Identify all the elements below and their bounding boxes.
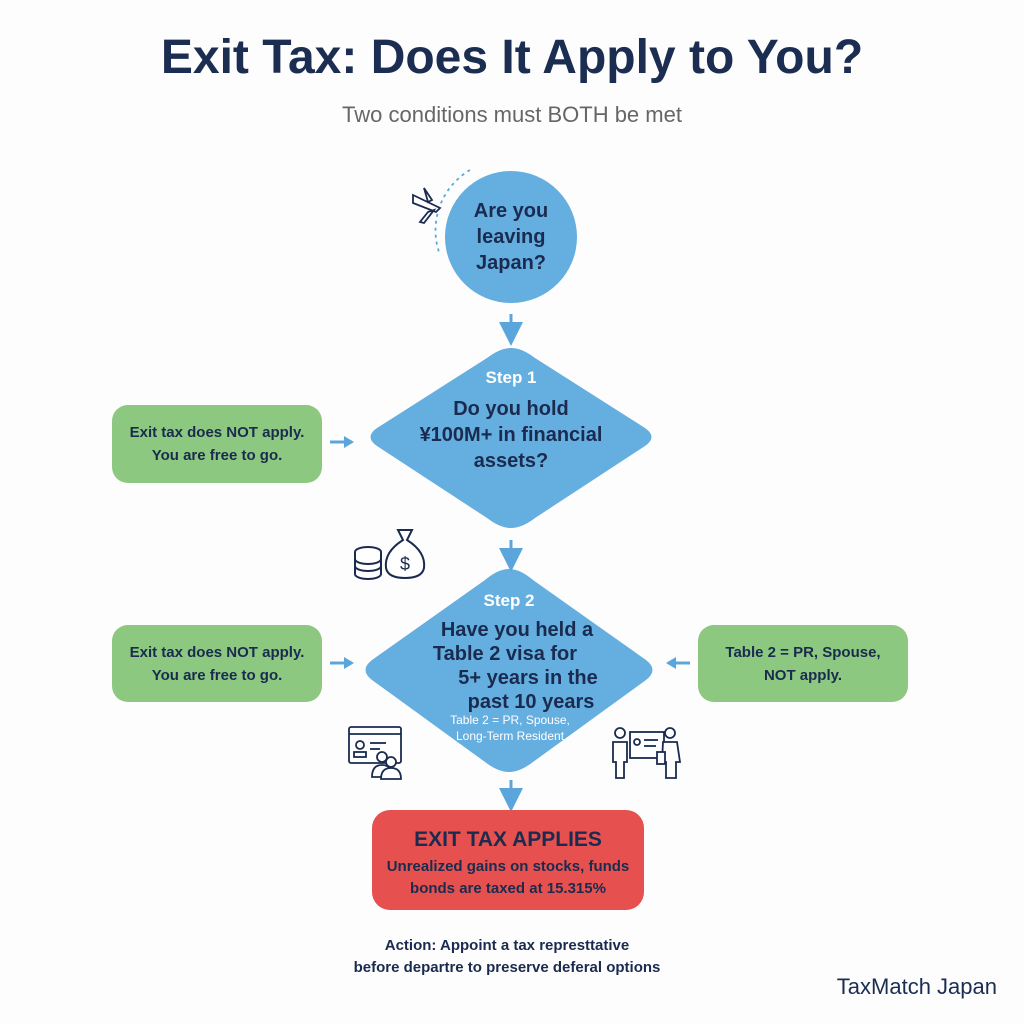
result-line2: bonds are taxed at 15.315% bbox=[410, 880, 606, 897]
step2-q-line: past 10 years bbox=[467, 691, 595, 713]
start-question: Are you leaving Japan? bbox=[473, 200, 549, 274]
step2-label: Step 2 bbox=[483, 591, 535, 610]
step1-no-result: Exit tax does NOT apply. You are free to … bbox=[112, 405, 322, 483]
step1-label: Step 1 bbox=[485, 368, 537, 387]
step2-q-line: 5+ years in the bbox=[458, 667, 598, 689]
step2-side-note: Table 2 = PR, Spouse, NOT apply. bbox=[698, 625, 908, 702]
step2-no-line1: Exit tax does NOT apply. bbox=[129, 643, 305, 661]
action-note: Action: Appoint a tax represttative befo… bbox=[300, 935, 714, 979]
people-document-icon bbox=[612, 727, 682, 779]
step2-no-result: Exit tax does NOT apply. You are free to … bbox=[112, 625, 322, 702]
step2-q-line: Have you held a bbox=[440, 619, 594, 641]
action-line2: before departre to preserve deferal opti… bbox=[353, 959, 661, 976]
action-line1: Action: Appoint a tax represttative bbox=[384, 937, 630, 954]
step1-no-line1: Exit tax does NOT apply. bbox=[129, 424, 305, 441]
id-card-people-icon bbox=[348, 726, 402, 780]
step1-diamond bbox=[370, 348, 652, 528]
step2-no-line2: You are free to go. bbox=[151, 666, 283, 684]
step1-question: Do you hold ¥100M+ in financial assets? bbox=[419, 398, 603, 472]
airplane-icon bbox=[412, 169, 471, 256]
result-heading: EXIT TAX APPLIES bbox=[414, 828, 602, 851]
step1-no-line2: You are free to go. bbox=[151, 447, 283, 464]
step2-note-line1: Table 2 = PR, Spouse, bbox=[450, 713, 570, 727]
coins-money-bag-icon: $ bbox=[354, 529, 426, 580]
step2-q-line: Table 2 visa for bbox=[432, 643, 578, 665]
exit-tax-applies-result: EXIT TAX APPLIES Unrealized gains on sto… bbox=[372, 810, 644, 910]
step2-question: Have you held a Table 2 visa for 5+ year… bbox=[400, 618, 620, 714]
result-line1: Unrealized gains on stocks, funds bbox=[386, 858, 630, 875]
page-title: Exit Tax: Does It Apply to You? bbox=[160, 31, 864, 84]
step2-side-line1: Table 2 = PR, Spouse, bbox=[725, 643, 881, 661]
start-node: Are you leaving Japan? bbox=[445, 171, 577, 303]
step2-side-line2: NOT apply. bbox=[763, 666, 843, 684]
svg-text:$: $ bbox=[400, 554, 410, 574]
page-subtitle: Two conditions must BOTH be met bbox=[342, 102, 682, 127]
brand-name: TaxMatch Japan bbox=[836, 974, 997, 999]
step2-note: Table 2 = PR, Spouse, Long-Term Resident bbox=[420, 712, 600, 744]
step2-diamond bbox=[365, 569, 653, 772]
step2-note-line2: Long-Term Resident bbox=[455, 729, 565, 743]
